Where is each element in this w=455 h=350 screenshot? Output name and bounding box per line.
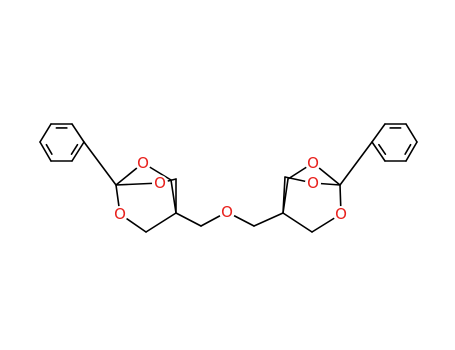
bond-Ld-Le <box>71 141 85 162</box>
bond-Rf-Ra <box>371 123 386 143</box>
atom-background-o3 <box>112 206 128 222</box>
atom-background-o7 <box>333 206 349 222</box>
bond-La-Lb <box>39 123 52 143</box>
oxygen-atom-label: O <box>307 174 319 192</box>
oxygen-atom-label: O <box>307 154 319 172</box>
bond-Lc-Ld <box>71 123 85 143</box>
bond-CH2r-Qr <box>253 212 284 227</box>
bond-Qr-Nb <box>282 176 286 214</box>
bond-Ld-Cl <box>83 141 117 186</box>
double-bond-Ld-Le <box>70 143 79 155</box>
oxygen-atom-label: O <box>137 154 149 172</box>
atom-background-o5 <box>305 155 321 171</box>
bond-Lf-La <box>39 141 52 162</box>
atom-background-o1 <box>135 155 151 171</box>
bond-Mc-Ql <box>145 212 177 233</box>
double-bond-Rc-Rd <box>404 143 412 155</box>
bond-Cr-Rf <box>339 141 373 186</box>
oxygen-atom-label: O <box>114 205 126 223</box>
double-bond-Re-Rf <box>378 143 387 155</box>
bond-Rb-Rc <box>405 123 418 143</box>
atom-background-o2 <box>152 175 168 191</box>
double-bond-Lf-La <box>45 143 53 155</box>
atom-background-o4 <box>219 204 235 220</box>
bond-Rc-Rd <box>405 141 418 162</box>
oxygen-atom-label: O <box>154 174 166 192</box>
bond-Re-Rf <box>371 141 386 162</box>
bond-Ma-Ql <box>170 179 177 214</box>
atom-background-o6 <box>305 175 321 191</box>
bond-Qr-Nc <box>282 212 313 233</box>
bond-Ql-CH2l <box>175 212 202 227</box>
oxygen-atom-label: O <box>335 205 347 223</box>
oxygen-atom-label: O <box>221 203 233 221</box>
